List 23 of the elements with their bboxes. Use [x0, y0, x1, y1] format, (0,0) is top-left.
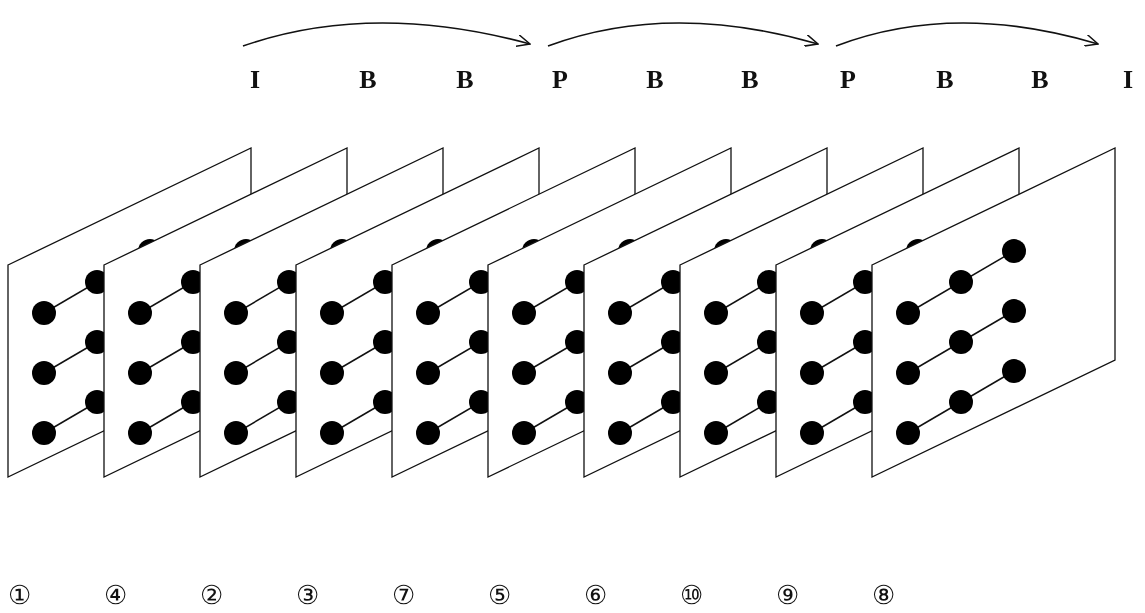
- order-number: ②: [200, 580, 223, 610]
- frame-type-label: B: [453, 66, 477, 94]
- order-number: ⑦: [392, 580, 415, 610]
- prediction-arrow: [835, 22, 1099, 48]
- order-number: ⑨: [776, 580, 799, 610]
- order-number: ④: [104, 580, 127, 610]
- frame-type-label: B: [1028, 66, 1052, 94]
- order-number: ⑤: [488, 580, 511, 610]
- frame-type-label: B: [738, 66, 762, 94]
- order-number: ⑥: [584, 580, 607, 610]
- prediction-arrow: [547, 22, 819, 48]
- order-number: ⑩: [680, 580, 703, 610]
- order-number: ⑧: [872, 580, 895, 610]
- order-number: ①: [8, 580, 31, 610]
- frame-type-label: P: [548, 66, 572, 94]
- frame-type-label: B: [643, 66, 667, 94]
- frame-type-label: I: [1116, 66, 1140, 94]
- frame-type-label: P: [836, 66, 860, 94]
- frame-type-label: B: [356, 66, 380, 94]
- frame-type-label: I: [243, 66, 267, 94]
- frame-type-label: B: [933, 66, 957, 94]
- order-number: ③: [296, 580, 319, 610]
- prediction-arrow: [242, 22, 531, 48]
